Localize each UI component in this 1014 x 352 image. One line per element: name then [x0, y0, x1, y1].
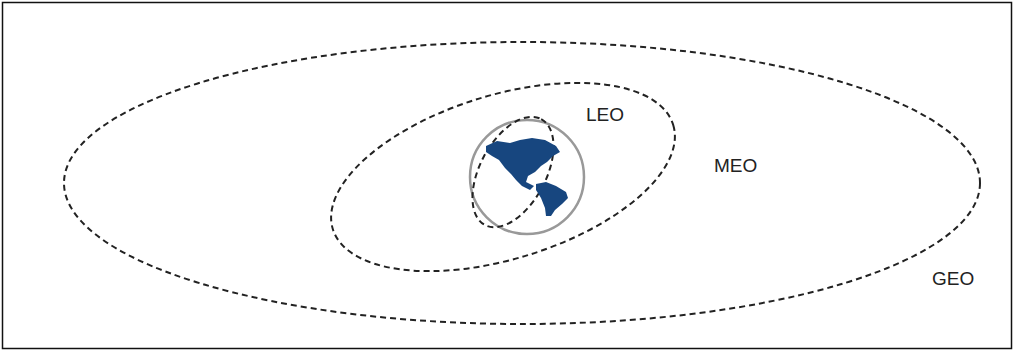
- frame-border: [3, 3, 1012, 349]
- orbit-label: MEO: [712, 155, 759, 176]
- earth-outline: [470, 120, 584, 234]
- orbit-label: LEO: [584, 104, 626, 125]
- meo-orbit: [309, 47, 697, 308]
- geo-orbit: [64, 42, 980, 324]
- orbit-label: GEO: [930, 268, 976, 289]
- south-america: [536, 182, 568, 216]
- leo-orbit: [456, 104, 571, 241]
- north-america: [486, 138, 560, 190]
